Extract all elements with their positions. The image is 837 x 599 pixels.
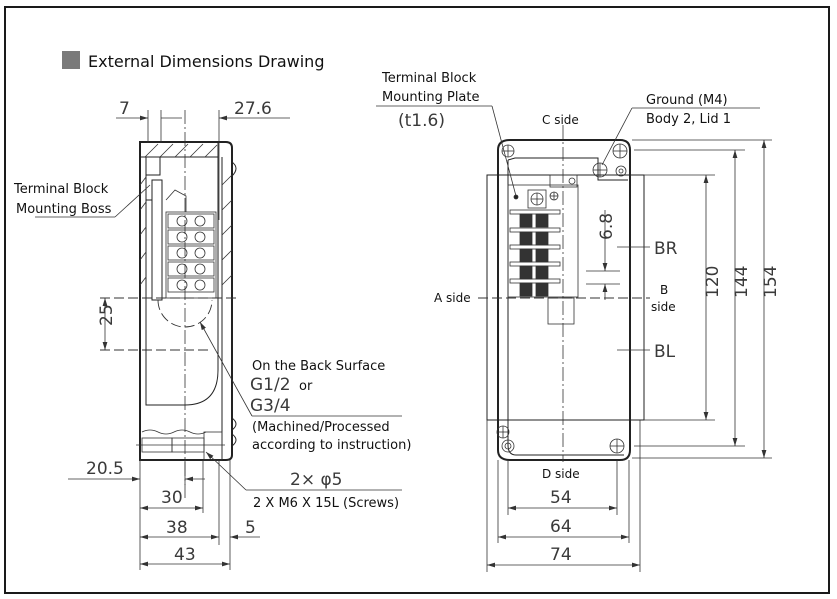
- terminal-screws: [519, 213, 549, 297]
- label-bl: BL: [654, 342, 676, 362]
- dim-25: 25: [97, 304, 117, 326]
- dim-27-6: 27.6: [234, 99, 272, 119]
- ground-label-line1: Ground (M4): [646, 93, 728, 108]
- dim-64: 64: [550, 517, 572, 537]
- back-surface-label: On the Back Surface: [252, 359, 385, 374]
- b-side-line2: side: [651, 300, 676, 314]
- dim-144: 144: [732, 266, 752, 298]
- label-br: BR: [654, 239, 678, 259]
- dim-120: 120: [703, 266, 723, 298]
- dim-74: 74: [550, 545, 572, 565]
- boss-label-line2: Mounting Boss: [16, 202, 112, 217]
- dim-38: 38: [166, 518, 188, 538]
- b-side-line1: B: [660, 283, 668, 297]
- machined-label-line1: (Machined/Processed: [252, 420, 390, 435]
- dim-30: 30: [161, 488, 183, 508]
- front-view: 6.8 BR BL B side A side C side D side Te…: [376, 71, 781, 572]
- plate-label-line2: Mounting Plate: [382, 90, 480, 105]
- dim-7: 7: [119, 99, 130, 119]
- d-side-label: D side: [542, 467, 580, 481]
- boss-label-line1: Terminal Block: [13, 182, 109, 197]
- thread-or: or: [299, 379, 313, 394]
- dim-54: 54: [550, 488, 572, 508]
- dim-20-5: 20.5: [86, 459, 124, 479]
- title-marker-icon: [62, 51, 80, 69]
- c-side-label: C side: [542, 113, 579, 127]
- machined-label-line2: according to instruction): [252, 438, 411, 453]
- dim-6-8: 6.8: [597, 213, 617, 240]
- section-title: External Dimensions Drawing: [88, 52, 324, 71]
- drawing-frame: [4, 6, 830, 594]
- thread-g3-4: G3/4: [250, 396, 291, 416]
- thread-g1-2: G1/2: [250, 375, 291, 395]
- dim-5: 5: [245, 518, 256, 538]
- a-side-label: A side: [434, 291, 471, 305]
- nameplate: [547, 297, 575, 325]
- dim-43: 43: [174, 545, 196, 565]
- side-view: 7 27.6 25 Terminal Block Mounting Boss O…: [13, 99, 411, 570]
- plate-thickness: (t1.6): [398, 111, 445, 131]
- dim-154: 154: [761, 266, 781, 298]
- screws-label: 2 X M6 X 15L (Screws): [253, 496, 399, 511]
- holes-label: 2× φ5: [290, 470, 343, 490]
- plate-label-line1: Terminal Block: [381, 71, 477, 86]
- ground-label-line2: Body 2, Lid 1: [646, 112, 731, 127]
